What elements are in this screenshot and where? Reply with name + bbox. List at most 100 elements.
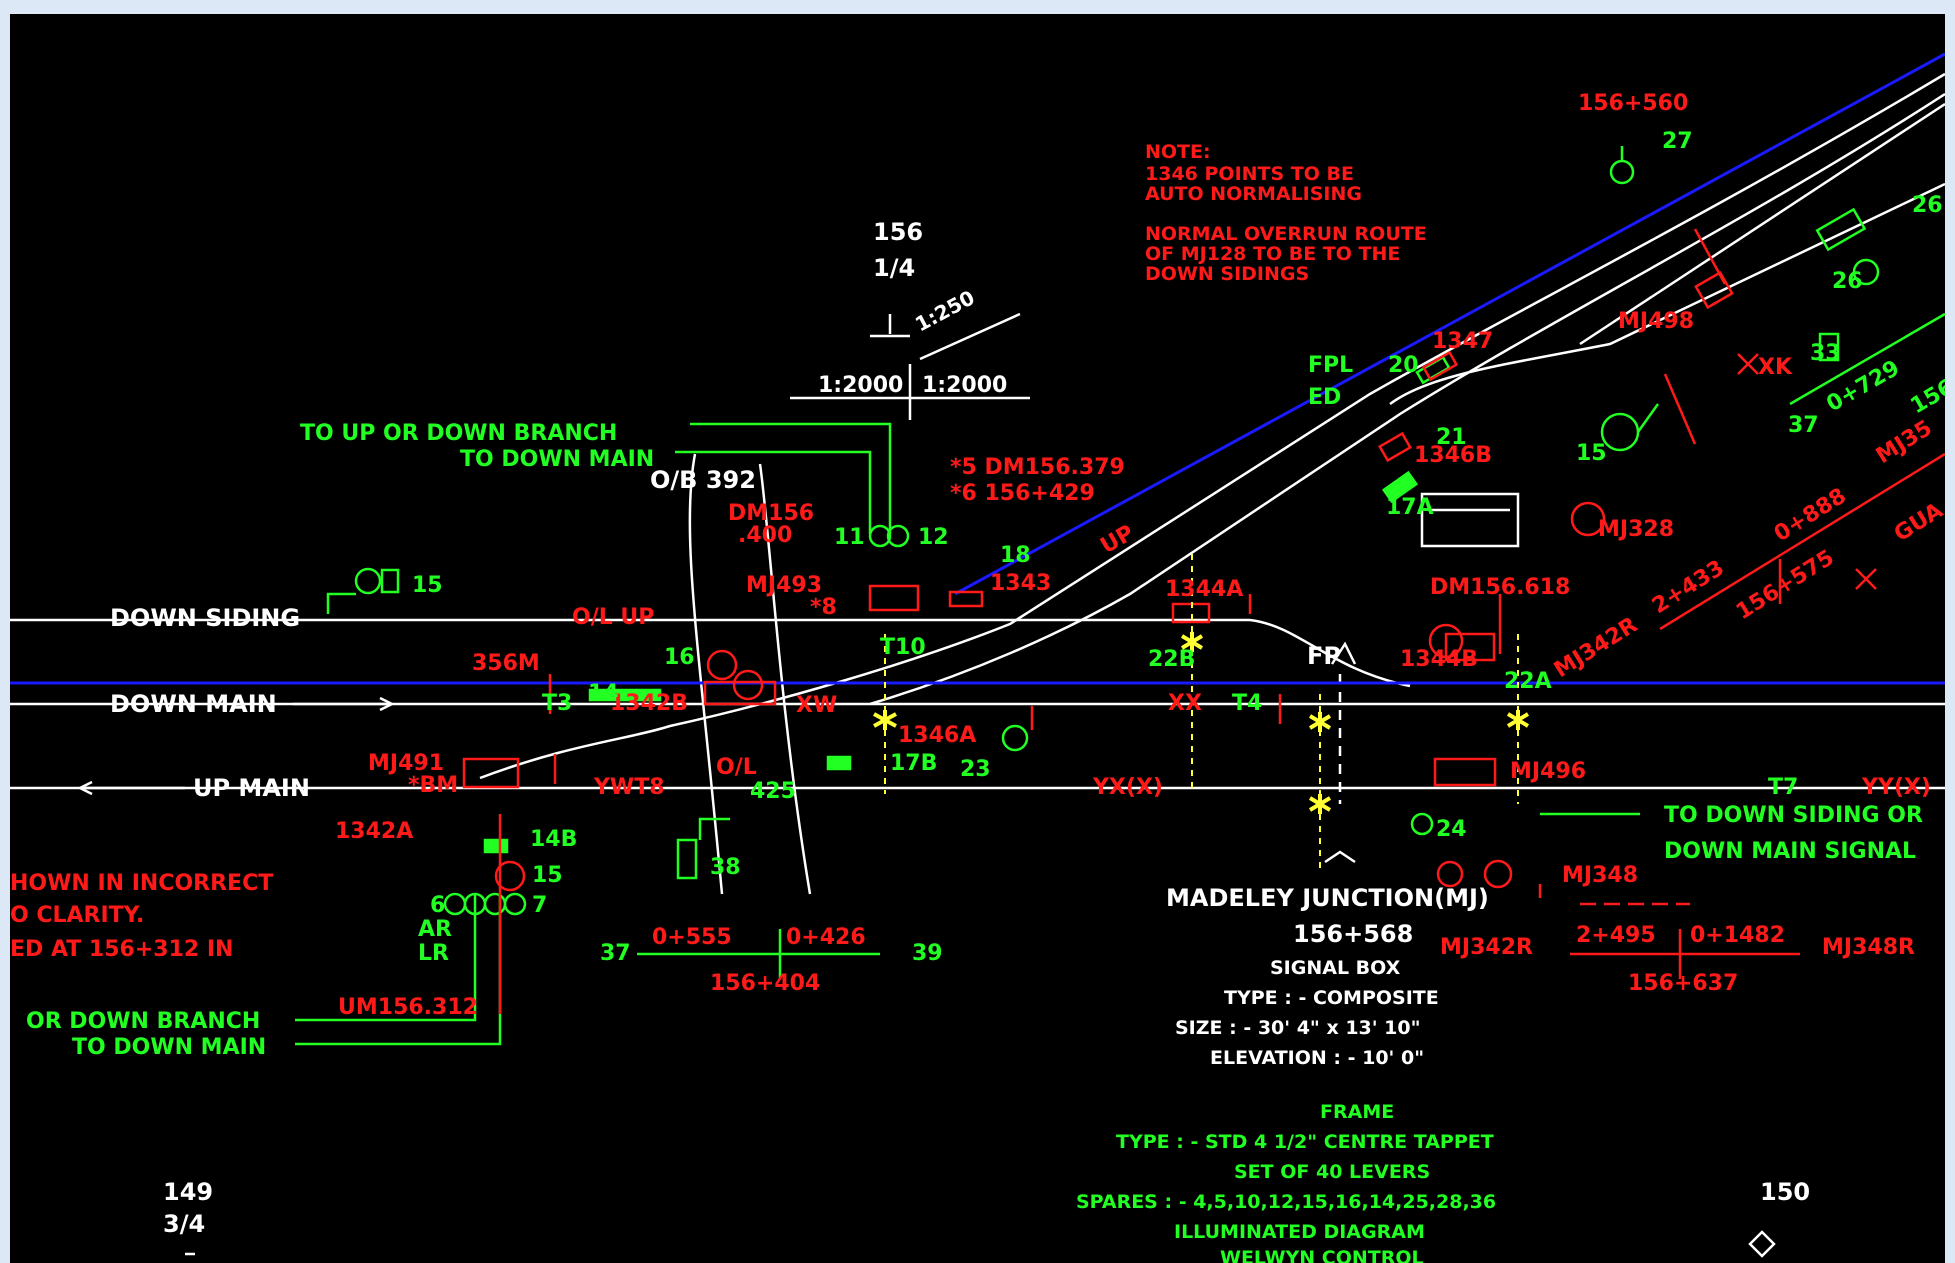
marker-1343: 1343 (990, 571, 1051, 596)
branch-track-lower (1389, 182, 1945, 406)
marker-1344a: 1344A (1165, 577, 1243, 602)
signal-mj348r: MJ348R (1822, 935, 1915, 960)
signal-15b: 15 (1576, 441, 1607, 466)
indicator-ar: AR (418, 917, 452, 942)
points-20: 20 (1388, 353, 1419, 378)
signal-425: 425 (750, 779, 796, 804)
ed-label: ED (1308, 385, 1341, 410)
marker-bm: *BM (408, 773, 458, 798)
signal-mj35: MJ35 (1872, 416, 1937, 469)
points-14: 14 (588, 681, 619, 706)
signal-33: 33 (1810, 341, 1841, 366)
bridge-mileage-2: .400 (738, 523, 792, 548)
track-circuit-t7: T7 (1768, 775, 1798, 800)
signal-mj328: MJ328 (1598, 517, 1674, 542)
mileage-0-426: 0+426 (786, 925, 866, 950)
blue-lines (10, 52, 1945, 685)
track-up-label: UP (1097, 521, 1139, 560)
points-22a: 22A (1504, 669, 1552, 694)
overlap-label: O/L (716, 755, 757, 780)
marker-1344b: 1344B (1400, 647, 1478, 672)
signal-11: 11 (834, 525, 865, 550)
left-note-line3: ED AT 156+312 IN (10, 937, 233, 962)
frame-diagram: ILLUMINATED DIAGRAM (1174, 1221, 1425, 1243)
note-heading: NOTE: (1145, 141, 1211, 163)
marker-1346b: 1346B (1414, 443, 1492, 468)
line-label-up-main: UP MAIN (193, 774, 310, 802)
bridge-mileage: DM156 (728, 501, 814, 526)
mileage-dm156-618: DM156.618 (1430, 575, 1570, 600)
track-circuit-t4: T4 (1232, 691, 1262, 716)
note-line5: DOWN SIDINGS (1145, 263, 1309, 285)
gradient-left-label: 1:2000 (818, 373, 903, 398)
points-17b: 17B (890, 751, 937, 776)
route-yy: YY(X) (1861, 775, 1931, 800)
left-note-line2: O CLARITY. (10, 903, 144, 928)
route-to-up-or-down-branch: TO UP OR DOWN BRANCH (300, 421, 617, 446)
signal-mj348: MJ348 (1562, 863, 1638, 888)
signal-38-post (676, 838, 698, 880)
junction-label: MADELEY JUNCTION(MJ) (1166, 884, 1489, 912)
white-labels: 156 1/4 1:250 1:2000 1:2000 DOWN SIDING … (110, 218, 1810, 1238)
gradient-right-label: 1:2000 (922, 373, 1007, 398)
signal-12: 12 (918, 525, 949, 550)
signal-box-elevation: ELEVATION : - 10' 0" (1210, 1047, 1424, 1069)
tracks (10, 72, 1945, 1258)
route-xx: XX (1168, 691, 1202, 716)
junction-mileage: 156+568 (1293, 920, 1413, 948)
signal-head-15b (1600, 412, 1640, 452)
mileage-156-637: 156+637 (1628, 971, 1738, 996)
signal-head-24 (1410, 812, 1434, 836)
signal-26b: 26 (1832, 269, 1863, 294)
marker-1342b: 1342B (610, 691, 688, 716)
frame-type: TYPE : - STD 4 1/2" CENTRE TAPPET (1116, 1131, 1494, 1153)
signal-box-symbol (1420, 492, 1520, 548)
signal-39: 39 (912, 941, 943, 966)
bridge-label: O/B 392 (650, 466, 756, 494)
points-14b: 14B (530, 827, 577, 852)
frame-heading: FRAME (1320, 1101, 1394, 1123)
route-yx: YX(X) (1092, 775, 1163, 800)
mileage-156-404: 156+404 (710, 971, 820, 996)
mileage-0-555: 0+555 (652, 925, 732, 950)
signal-mj342r: MJ342R (1550, 613, 1642, 683)
milepost-156-fraction: 1/4 (873, 254, 915, 282)
marker-1342a: 1342A (335, 819, 413, 844)
signal-125: 15 (532, 863, 563, 888)
route-line-down-main-2 (295, 894, 502, 1046)
gradient-slope-line (919, 312, 1021, 361)
label-gua: GUA (1890, 498, 1945, 547)
signal-37b: 37 (600, 941, 631, 966)
mileage-0-1482: 0+1482 (1690, 923, 1785, 948)
marker-8: *8 (810, 595, 837, 620)
red-symbols (462, 228, 1945, 1014)
signal-box-type: TYPE : - COMPOSITE (1224, 987, 1439, 1009)
signal-27: 27 (1662, 129, 1693, 154)
track-circuit-t10: T10 (880, 635, 926, 660)
dm-label-2: *6 156+429 (950, 481, 1095, 506)
signal-15: 15 (412, 573, 443, 598)
diagram-canvas: 156 1/4 1:250 1:2000 1:2000 DOWN SIDING … (10, 14, 1945, 1263)
signal-16: 16 (664, 645, 695, 670)
route-to-down-main-2: TO DOWN MAIN (72, 1035, 266, 1060)
signal-mj498: MJ498 (1618, 309, 1694, 334)
route-or-down-branch: OR DOWN BRANCH (26, 1009, 260, 1034)
signal-mj496: MJ496 (1510, 759, 1586, 784)
note-line4: OF MJ128 TO BE TO THE (1145, 243, 1400, 265)
route-line-branch (690, 422, 892, 534)
marker-1347: 1347 (1432, 329, 1493, 354)
branch-track (869, 92, 1945, 706)
points-21: 21 (1436, 425, 1467, 450)
points-17a: 17A (1386, 495, 1434, 520)
down-siding-curve (1249, 618, 1411, 688)
mileage-um156: UM156.312 (338, 995, 478, 1020)
route-xw: XW (796, 693, 837, 718)
signal-head-27 (1609, 159, 1635, 185)
dm-label-1: *5 DM156.379 (950, 455, 1125, 480)
fpl-label: FPL (1308, 353, 1353, 378)
route-to-down-main: TO DOWN MAIN (460, 447, 654, 472)
milepost-149-fraction: 3/4 (163, 1210, 205, 1238)
green-labels: TO UP OR DOWN BRANCH TO DOWN MAIN OR DOW… (26, 129, 1945, 1263)
route-down-main-signal: DOWN MAIN SIGNAL (1664, 839, 1916, 864)
